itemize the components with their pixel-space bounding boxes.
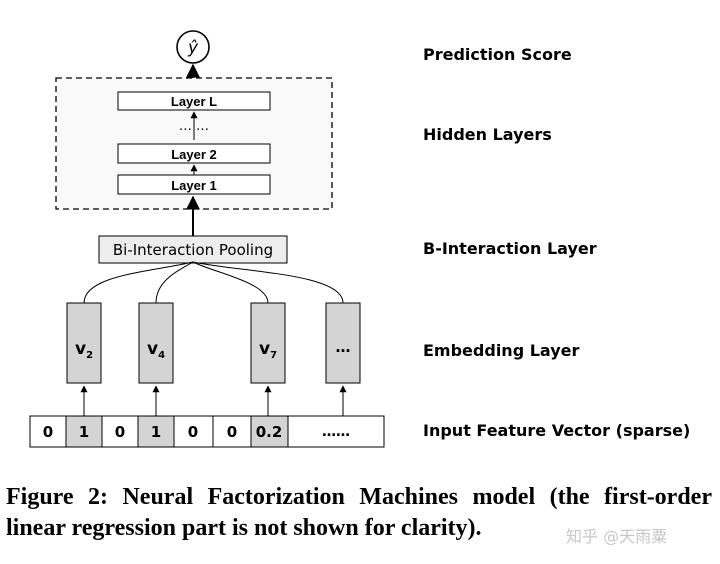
- figure-caption: Figure 2: Neural Factorization Machines …: [6, 484, 712, 541]
- label-input-vector: Input Feature Vector (sparse): [423, 421, 691, 440]
- embedding-v2: v2: [66, 302, 102, 384]
- layer-l-label: Layer L: [171, 94, 217, 109]
- watermark: 知乎 @天雨粟: [566, 527, 668, 546]
- svg-text:v7: v7: [259, 339, 277, 361]
- label-hidden-layers: Hidden Layers: [423, 125, 552, 144]
- input-cell: 1: [137, 415, 175, 448]
- svg-text:1: 1: [79, 423, 89, 441]
- layer-1: Layer 1: [117, 174, 271, 195]
- prediction-symbol: ŷ: [187, 38, 199, 58]
- embedding-v2-sub: 2: [86, 350, 93, 361]
- embedding-ellipsis: …: [325, 302, 361, 384]
- layer-2-label: Layer 2: [171, 147, 217, 162]
- input-cell: 0: [101, 415, 139, 448]
- embedding-v2-main: v: [75, 339, 86, 359]
- input-vector: 0 1 0 1 0 0 0.2 ……: [29, 415, 385, 448]
- embedding-v4: v4: [138, 302, 174, 384]
- embedding-v7-main: v: [259, 339, 270, 359]
- embedding-ellipsis-main: …: [336, 338, 351, 356]
- svg-text:0: 0: [115, 423, 125, 441]
- svg-text:0.2: 0.2: [256, 423, 283, 441]
- embedding-connections: [83, 261, 344, 304]
- input-to-embedding-arrows: [80, 385, 347, 416]
- prediction-node: ŷ: [176, 30, 210, 64]
- label-prediction-score: Prediction Score: [423, 45, 572, 64]
- svg-text:1: 1: [151, 423, 161, 441]
- nfm-diagram: ŷ Layer L … … Layer 2 Layer 1 Bi-Interac…: [29, 30, 385, 448]
- svg-text:…: …: [336, 338, 351, 356]
- embedding-v7-sub: 7: [270, 350, 277, 361]
- svg-text:v4: v4: [147, 339, 165, 361]
- label-embedding-layer: Embedding Layer: [423, 341, 580, 360]
- svg-text:0: 0: [227, 423, 237, 441]
- input-cell: 0.2: [250, 415, 289, 448]
- layer-1-label: Layer 1: [171, 178, 217, 193]
- embedding-v4-main: v: [147, 339, 158, 359]
- pooling-label: Bi-Interaction Pooling: [113, 241, 273, 259]
- svg-text:v2: v2: [75, 339, 93, 361]
- input-cell: 0: [173, 415, 214, 448]
- input-cell: ……: [287, 415, 385, 448]
- embedding-v4-sub: 4: [158, 350, 165, 361]
- input-cell: 0: [29, 415, 67, 448]
- label-interaction-layer: B-Interaction Layer: [423, 239, 597, 258]
- layer-l: Layer L: [117, 91, 271, 111]
- svg-text:0: 0: [43, 423, 53, 441]
- input-cell: 0: [212, 415, 252, 448]
- bi-interaction-pooling: Bi-Interaction Pooling: [98, 235, 288, 264]
- svg-text:……: ……: [322, 424, 350, 440]
- embedding-v7: v7: [250, 302, 286, 384]
- layer-2: Layer 2: [117, 143, 271, 164]
- svg-text:0: 0: [188, 423, 198, 441]
- input-cell: 1: [65, 415, 103, 448]
